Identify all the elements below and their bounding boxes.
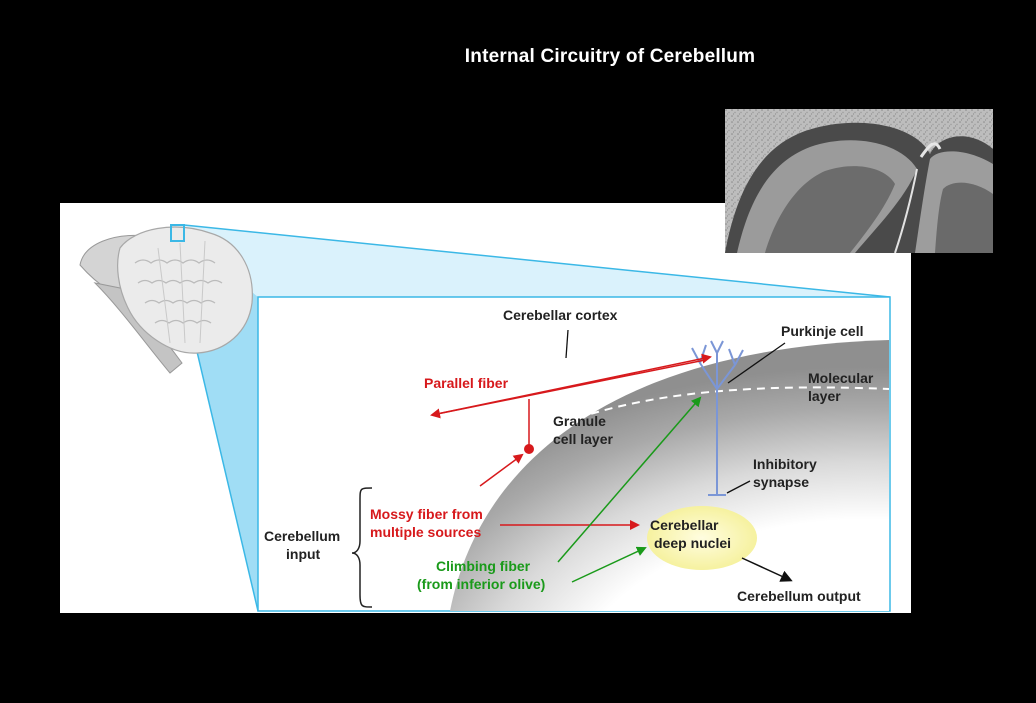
diagram-panel: Cerebellar cortex Purkinje cell Molecula… bbox=[60, 203, 911, 613]
label-molecular-line2: layer bbox=[808, 388, 841, 404]
deep-nuclei-ellipse bbox=[647, 506, 757, 570]
label-inhibitory-line2: synapse bbox=[753, 474, 809, 490]
label-inhibitory-line1: Inhibitory bbox=[753, 456, 817, 472]
label-nuclei-line2: deep nuclei bbox=[654, 535, 731, 551]
label-climbing-line2: (from inferior olive) bbox=[417, 576, 545, 592]
label-cerebellar-cortex: Cerebellar cortex bbox=[503, 307, 618, 323]
label-molecular-line1: Molecular bbox=[808, 370, 874, 386]
label-parallel-fiber: Parallel fiber bbox=[424, 375, 509, 391]
cerebellum-micrograph bbox=[725, 109, 993, 253]
label-climbing-line1: Climbing fiber bbox=[436, 558, 531, 574]
label-purkinje-cell: Purkinje cell bbox=[781, 323, 863, 339]
label-granule-line1: Granule bbox=[553, 413, 606, 429]
cerebellum-thumbnail bbox=[79, 224, 253, 374]
label-input-line1: Cerebellum bbox=[264, 528, 340, 544]
cortex-pointer bbox=[565, 329, 569, 359]
purkinje-pointer bbox=[727, 342, 786, 384]
granule-cell bbox=[524, 444, 534, 454]
slide-title: Internal Circuitry of Cerebellum bbox=[464, 46, 756, 67]
label-input-line2: input bbox=[286, 546, 321, 562]
input-brace bbox=[351, 487, 373, 608]
label-granule-line2: cell layer bbox=[553, 431, 613, 447]
label-nuclei-line1: Cerebellar bbox=[650, 517, 719, 533]
label-mossy-line1: Mossy fiber from bbox=[370, 506, 483, 522]
parallel-fiber-line-right bbox=[431, 353, 712, 416]
cortex-band bbox=[450, 340, 890, 611]
synapse-pointer bbox=[726, 480, 751, 494]
output-arrow bbox=[741, 557, 793, 582]
label-mossy-line2: multiple sources bbox=[370, 524, 481, 540]
climbing-fiber-pathway bbox=[557, 396, 702, 583]
label-cerebellum-output: Cerebellum output bbox=[737, 588, 861, 604]
mossy-parallel-pathway bbox=[430, 353, 712, 530]
